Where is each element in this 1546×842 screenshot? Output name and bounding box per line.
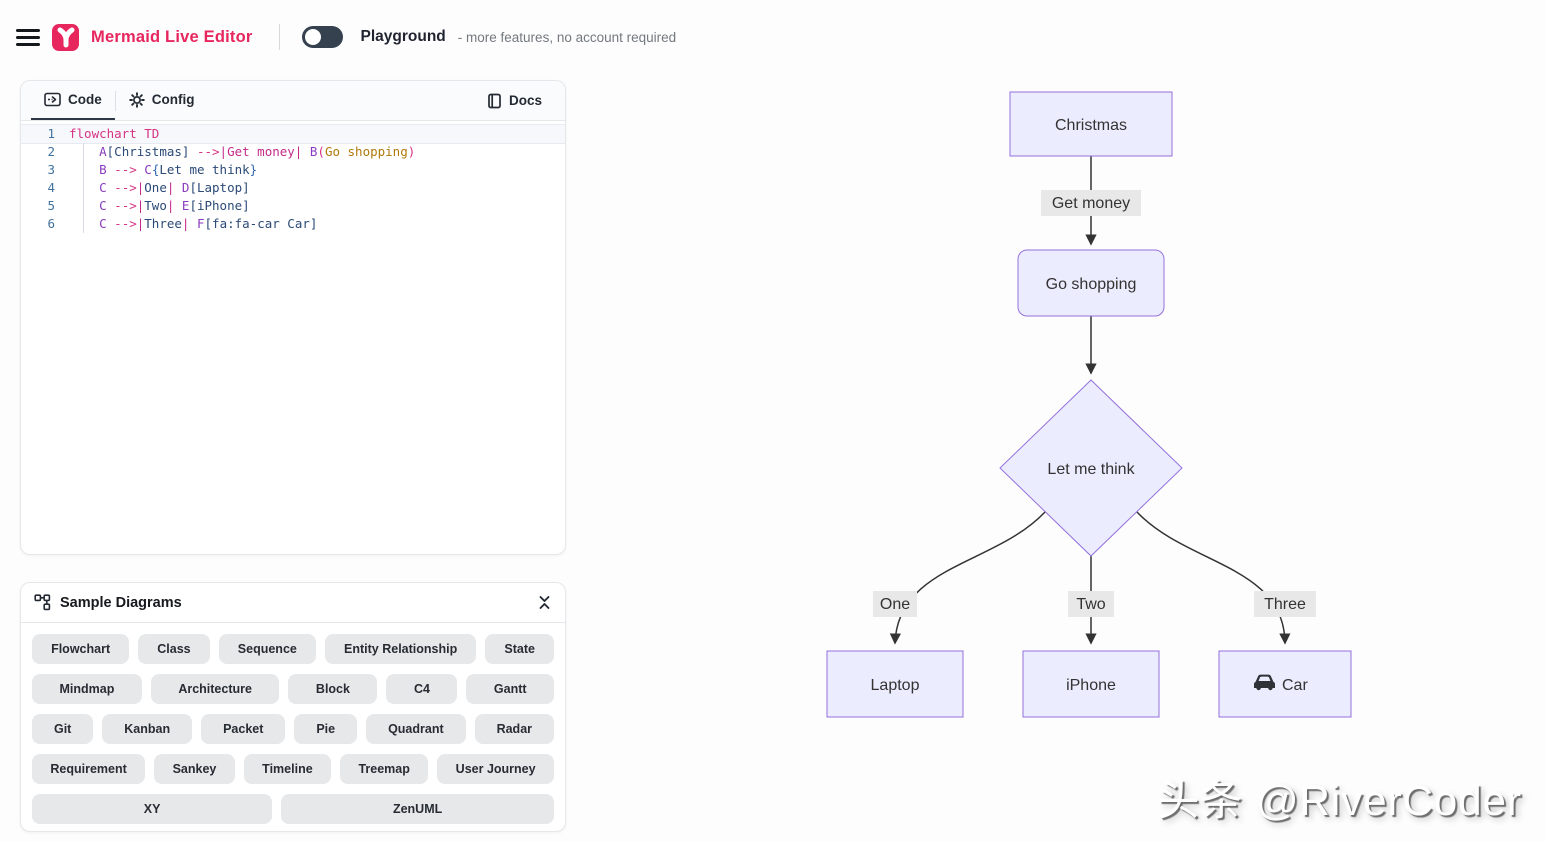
sample-button-flowchart[interactable]: Flowchart: [32, 634, 129, 664]
tab-config[interactable]: Config: [116, 81, 208, 120]
sample-diagrams-panel: Sample Diagrams Flowchart Class Sequence En…: [20, 582, 566, 832]
sample-button-git[interactable]: Git: [32, 714, 93, 744]
sample-diagrams-icon: [34, 594, 51, 611]
app-header: Mermaid Live Editor Playground - more fe…: [0, 0, 1546, 74]
sample-button-state[interactable]: State: [485, 634, 554, 664]
docs-label: Docs: [509, 93, 542, 108]
edge-think-laptop: [895, 512, 1045, 643]
gear-icon: [129, 92, 145, 108]
sample-diagrams-title: Sample Diagrams: [60, 595, 528, 611]
node-car-label: Car: [1282, 677, 1308, 694]
code-line: 1flowchart TD: [21, 125, 565, 143]
code-tab-icon: [44, 92, 61, 107]
page-title: Mermaid Live Editor: [91, 28, 253, 47]
edge-label-get-money: Get money: [1052, 195, 1130, 212]
book-icon: [487, 93, 502, 109]
flowchart-nodes: Christmas Go shopping Let me think Lapto…: [827, 92, 1351, 717]
line-number: 4: [21, 179, 69, 197]
sample-button-c4[interactable]: C4: [386, 674, 457, 704]
playground-note: - more features, no account required: [458, 30, 676, 45]
code-line: 6 C -->|Three| F[fa:fa-car Car]: [21, 215, 565, 233]
line-number: 5: [21, 197, 69, 215]
code-line: 3 B --> C{Let me think}: [21, 161, 565, 179]
code-line: 2 A[Christmas] -->|Get money| B(Go shopp…: [21, 143, 565, 161]
sample-button-zenuml[interactable]: ZenUML: [281, 794, 554, 824]
line-number: 2: [21, 143, 69, 161]
sample-button-pie[interactable]: Pie: [294, 714, 357, 744]
sample-button-class[interactable]: Class: [138, 634, 210, 664]
watermark: 头条 @RiverCoder: [1157, 767, 1522, 828]
sample-button-requirement[interactable]: Requirement: [32, 754, 145, 784]
sample-button-sequence[interactable]: Sequence: [219, 634, 316, 664]
sample-button-sankey[interactable]: Sankey: [154, 754, 235, 784]
playground-label: Playground: [361, 28, 446, 46]
sample-button-treemap[interactable]: Treemap: [340, 754, 428, 784]
edge-label-three: Three: [1264, 596, 1306, 613]
tab-code-label: Code: [68, 92, 102, 107]
sample-button-xy[interactable]: XY: [32, 794, 272, 824]
sample-button-entity-relationship[interactable]: Entity Relationship: [325, 634, 476, 664]
node-let-me-think-label: Let me think: [1047, 461, 1135, 478]
indent-guide: [83, 143, 84, 233]
sample-diagrams-header: Sample Diagrams: [21, 583, 565, 623]
code-editor[interactable]: 1flowchart TD2 A[Christmas] -->|Get mone…: [21, 121, 565, 233]
mermaid-logo-icon: [53, 24, 79, 50]
line-number: 6: [21, 215, 69, 233]
flowchart-diagram: Get money One Two Three Christmas Go sho…: [780, 70, 1400, 760]
tab-config-label: Config: [152, 92, 195, 107]
sample-button-kanban[interactable]: Kanban: [102, 714, 192, 744]
code-line: 4 C -->|One| D[Laptop]: [21, 179, 565, 197]
sample-button-architecture[interactable]: Architecture: [151, 674, 280, 704]
sample-button-timeline[interactable]: Timeline: [244, 754, 331, 784]
sample-button-block[interactable]: Block: [288, 674, 377, 704]
collapse-icon[interactable]: [537, 594, 552, 611]
sample-button-user-journey[interactable]: User Journey: [437, 754, 554, 784]
playground-toggle[interactable]: [302, 26, 343, 48]
node-go-shopping-label: Go shopping: [1046, 276, 1137, 293]
code-lines: 1flowchart TD2 A[Christmas] -->|Get mone…: [21, 125, 565, 233]
sample-button-mindmap[interactable]: Mindmap: [32, 674, 142, 704]
edge-think-car: [1137, 512, 1285, 643]
sample-button-gantt[interactable]: Gantt: [466, 674, 554, 704]
edge-label-one: One: [880, 596, 910, 613]
docs-button[interactable]: Docs: [474, 81, 555, 120]
sample-button-radar[interactable]: Radar: [475, 714, 554, 744]
code-line: 5 C -->|Two| E[iPhone]: [21, 197, 565, 215]
mermaid-logo: [52, 24, 79, 51]
node-laptop-label: Laptop: [871, 677, 920, 694]
node-iphone-label: iPhone: [1066, 677, 1116, 694]
edge-label-two: Two: [1076, 596, 1105, 613]
header-divider: [279, 24, 280, 50]
node-christmas-label: Christmas: [1055, 117, 1127, 134]
tab-code[interactable]: Code: [31, 81, 115, 120]
sample-rows: Flowchart Class Sequence Entity Relationshi…: [21, 623, 565, 824]
code-panel: Code Config Docs 1fl: [20, 80, 566, 555]
editor-tabbar: Code Config Docs: [21, 81, 565, 121]
sample-button-packet[interactable]: Packet: [201, 714, 285, 744]
line-number: 3: [21, 161, 69, 179]
sample-button-quadrant[interactable]: Quadrant: [366, 714, 466, 744]
line-number: 1: [21, 125, 69, 143]
menu-icon[interactable]: [16, 29, 40, 46]
